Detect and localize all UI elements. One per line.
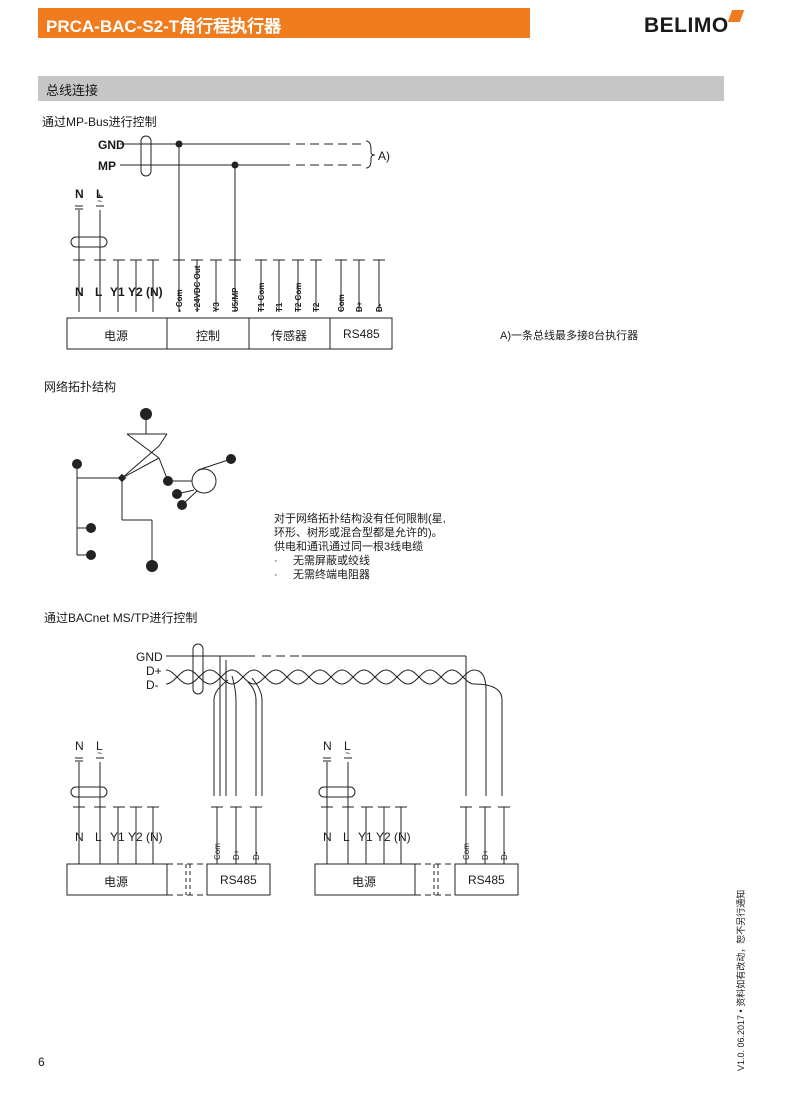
bacnet-left-term-n: N xyxy=(75,830,84,844)
brand-logo-text: BELIMO xyxy=(644,14,729,37)
bacnet-left-box-rs485: RS485 xyxy=(220,873,257,887)
bacnet-dminus-label: D- xyxy=(146,678,159,692)
svg-text:~: ~ xyxy=(97,748,102,758)
topology-bullet-2-text: 无需终端电阻器 xyxy=(292,569,370,581)
bacnet-right-term-y2: Y2 xyxy=(376,830,391,844)
topology-bullet-1: · 无需屏蔽或绞线 xyxy=(274,555,370,567)
bacnet-gnd-label: GND xyxy=(136,650,163,664)
mpbus-box-power-label: 电源 xyxy=(104,329,129,343)
bacnet-dplus-label: D+ xyxy=(146,664,162,678)
mpbus-term-y2: Y2 xyxy=(128,285,143,299)
topology-bullet-2: · 无需终端电阻器 xyxy=(274,569,370,581)
mpbus-box-rs485 xyxy=(329,317,393,350)
mpbus-box-rs485-label: RS485 xyxy=(343,327,380,341)
bacnet-left-vterm-com: Com xyxy=(213,843,222,860)
bacnet-right-supply-l: L xyxy=(344,739,351,753)
version-note: V1.0. 06.2017 • 资料如有改动，恕不另行通知 xyxy=(736,889,746,1071)
bacnet-left-term-l: L xyxy=(95,830,102,844)
header-bar: PRCA-BAC-S2-T角行程执行器 xyxy=(38,8,530,38)
mpbus-box-sensor-label: 传感器 xyxy=(271,329,308,343)
brand-logo: BELIMO xyxy=(644,10,756,38)
svg-text:~: ~ xyxy=(97,196,102,206)
bacnet-left-term-y2: Y2 xyxy=(128,830,143,844)
bacnet-left-term-n2: (N) xyxy=(146,830,163,844)
mpbus-heading: 通过MP-Bus进行控制 xyxy=(42,115,157,129)
mpbus-term-l: L xyxy=(95,285,103,299)
page-number: 6 xyxy=(38,1055,45,1069)
bacnet-right-vterm-dplus: D+ xyxy=(481,849,490,860)
mpbus-supply-l: L xyxy=(96,187,104,201)
bacnet-left-vterm-dminus: D- xyxy=(252,851,261,860)
bacnet-left-vterm-dplus: D+ xyxy=(232,849,241,860)
bacnet-left-supply-l: L xyxy=(96,739,103,753)
mpbus-box-control-label: 控制 xyxy=(196,329,221,343)
svg-text:~: ~ xyxy=(345,748,350,758)
topology-note: 对于网络拓扑结构没有任何限制(星, 环形、树形或混合型都是允许的)。 供电和通讯… xyxy=(272,512,446,582)
bacnet-left-box-power: 电源 xyxy=(104,875,129,889)
bacnet-right-box-power: 电源 xyxy=(352,875,377,889)
bacnet-right-supply-n: N xyxy=(323,739,332,753)
topology-bullet-1-text: 无需屏蔽或绞线 xyxy=(292,555,370,567)
mpbus-term-y1: Y1 xyxy=(110,285,125,299)
mpbus-mp-label: MP xyxy=(98,159,116,173)
topology-note-line-1: 对于网络拓扑结构没有任何限制(星, xyxy=(274,513,446,525)
section-title: 总线连接 xyxy=(46,83,99,98)
bacnet-right-term-n2: (N) xyxy=(394,830,411,844)
bacnet-left-supply-n: N xyxy=(75,739,84,753)
bacnet-right-box-rs485: RS485 xyxy=(468,873,505,887)
mpbus-footnote: A)一条总线最多接8台执行器 xyxy=(500,330,639,342)
bacnet-right-term-y1: Y1 xyxy=(358,830,373,844)
mpbus-term-n2: (N) xyxy=(146,285,163,299)
bacnet-heading: 通过BACnet MS/TP进行控制 xyxy=(44,611,198,625)
page-title: PRCA-BAC-S2-T角行程执行器 xyxy=(46,17,282,36)
topology-heading: 网络拓扑结构 xyxy=(44,380,117,394)
bacnet-right-vterm-dminus: D- xyxy=(500,851,509,860)
mpbus-note-ref: A) xyxy=(378,149,390,163)
bacnet-left-term-y1: Y1 xyxy=(110,830,125,844)
topology-note-line-2: 环形、树形或混合型都是允许的)。 xyxy=(274,527,443,539)
mpbus-gnd-label: GND xyxy=(98,138,125,152)
mpbus-supply-n: N xyxy=(75,187,84,201)
bacnet-right-term-n: N xyxy=(323,830,332,844)
bacnet-right-term-l: L xyxy=(343,830,350,844)
mpbus-term-n: N xyxy=(75,285,84,299)
svg-text:+: + xyxy=(97,191,102,201)
bacnet-right-vterm-com: Com xyxy=(462,843,471,860)
section-bar: 总线连接 xyxy=(38,76,724,101)
topology-note-line-3: 供电和通讯通过同一根3线电缆 xyxy=(274,541,424,553)
